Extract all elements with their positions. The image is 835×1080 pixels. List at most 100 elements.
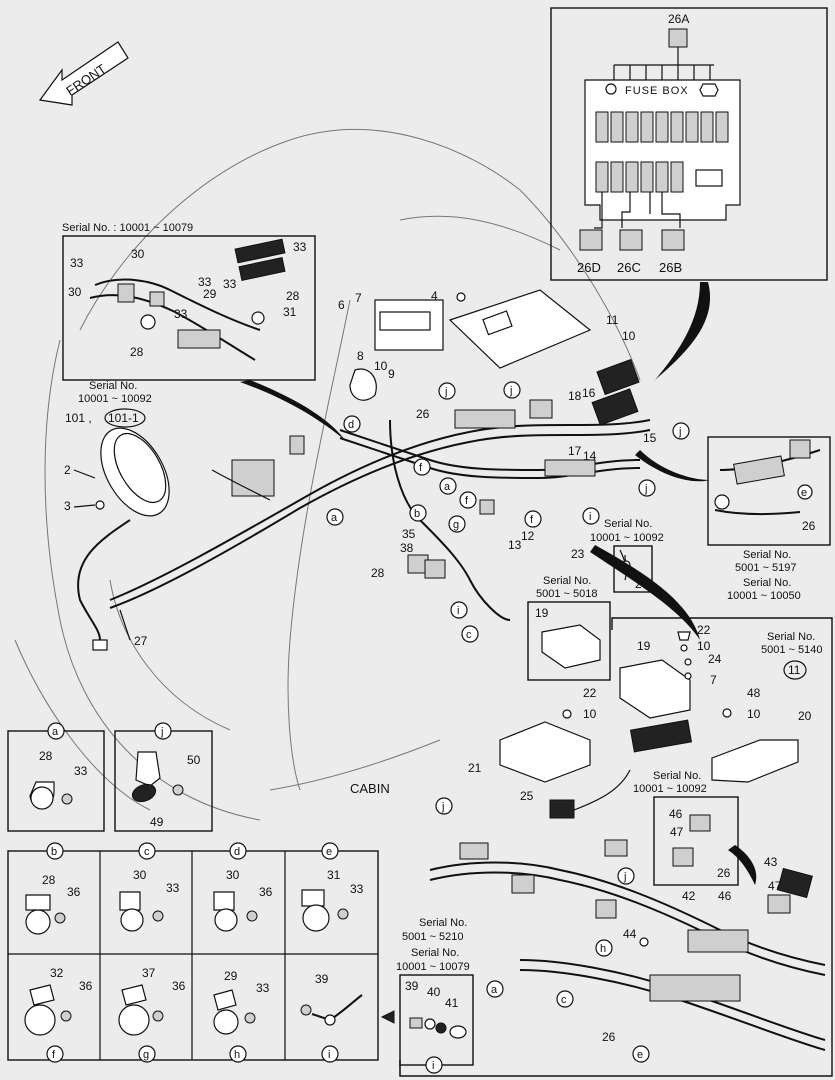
radio-unit (374, 299, 444, 351)
detail-view-j: j 50 49 (114, 722, 213, 832)
inset-top-left: Serial No. : 10001 ~ 10079 33 30 30 33 3… (62, 222, 316, 381)
svg-text:f: f (465, 495, 469, 507)
svg-text:47: 47 (670, 825, 684, 839)
svg-text:101-1: 101-1 (108, 411, 139, 425)
svg-text:7: 7 (710, 673, 717, 687)
leader-relay (728, 845, 757, 885)
cab-outline (14, 129, 641, 821)
svg-text:3: 3 (64, 499, 71, 513)
fuse-26d-icon (579, 229, 603, 251)
svg-text:j: j (441, 801, 444, 813)
ecu-21 (499, 721, 591, 783)
svg-text:g: g (453, 519, 459, 531)
svg-text:30: 30 (68, 285, 82, 299)
svg-text:49: 49 (150, 815, 164, 829)
svg-text:7: 7 (355, 291, 362, 305)
svg-text:35: 35 (402, 527, 416, 541)
svg-text:4: 4 (431, 289, 438, 303)
svg-text:10: 10 (374, 359, 388, 373)
svg-text:j: j (160, 726, 163, 738)
speaker-body (100, 427, 170, 517)
svg-text:10: 10 (747, 707, 761, 721)
svg-text:a: a (491, 984, 498, 996)
svg-text:8: 8 (357, 349, 364, 363)
svg-text:i: i (432, 1060, 434, 1072)
svg-text:16: 16 (582, 386, 596, 400)
svg-text:f: f (530, 514, 534, 526)
svg-text:26: 26 (602, 1030, 616, 1044)
main-part-labels: 6 7 4 8 10 9 26 11 10 18 16 17 14 15 12 … (338, 289, 657, 580)
svg-text:37: 37 (142, 966, 156, 980)
svg-text:Serial No.: Serial No. (653, 770, 701, 782)
svg-text:33: 33 (166, 881, 180, 895)
svg-text:e: e (326, 846, 332, 858)
svg-text:27: 27 (134, 634, 148, 648)
svg-text:33: 33 (198, 275, 212, 289)
svg-text:e: e (801, 487, 807, 499)
svg-text:10: 10 (697, 639, 711, 653)
svg-text:29: 29 (203, 287, 217, 301)
svg-text:30: 30 (226, 868, 240, 882)
svg-text:Serial No.: Serial No. (411, 947, 459, 959)
svg-text:b: b (51, 846, 57, 858)
svg-text:31: 31 (283, 305, 297, 319)
svg-text:5001 ~ 5018: 5001 ~ 5018 (536, 588, 597, 600)
svg-text:30: 30 (133, 868, 147, 882)
svg-text:c: c (561, 994, 567, 1006)
fuse-26a-icon (668, 28, 688, 48)
fuse-box-title: FUSE BOX (625, 85, 689, 97)
svg-text:30: 30 (131, 247, 145, 261)
svg-text:43: 43 (764, 855, 778, 869)
svg-text:44: 44 (623, 927, 637, 941)
svg-text:i: i (328, 1049, 330, 1061)
svg-text:33: 33 (350, 882, 364, 896)
svg-text:25: 25 (520, 789, 534, 803)
speaker-assembly: Serial No. 10001 ~ 10092 101 , 101-1 2 3… (64, 380, 170, 651)
front-arrow: FRONT (38, 41, 129, 106)
svg-text:10: 10 (622, 329, 636, 343)
fuse-26c-icon (619, 229, 643, 251)
svg-text:28: 28 (42, 873, 56, 887)
fuse-26d-label: 26D (577, 260, 601, 275)
callouts-main: a d b f a f g f i i c j j j j (326, 381, 690, 643)
svg-text:a: a (331, 512, 338, 524)
svg-text:19: 19 (637, 639, 651, 653)
svg-text:40: 40 (427, 985, 441, 999)
fuse-row-bottom (595, 161, 723, 193)
svg-text:18: 18 (568, 389, 582, 403)
svg-text:36: 36 (259, 885, 273, 899)
svg-text:h: h (600, 943, 606, 955)
svg-text:22: 22 (583, 686, 597, 700)
svg-text:101 ,: 101 , (65, 411, 92, 425)
svg-text:47: 47 (768, 879, 782, 893)
detail-view-b: b 28 36 (25, 842, 81, 935)
leader-part-23 (590, 545, 700, 640)
detail-view-a: a 28 33 (7, 722, 105, 832)
svg-text:Serial No.: Serial No. (604, 518, 652, 530)
svg-text:20: 20 (798, 709, 812, 723)
fuse-row-top (595, 111, 729, 143)
svg-text:17: 17 (568, 444, 582, 458)
inset-arrow (380, 1010, 395, 1024)
svg-text:e: e (637, 1049, 643, 1061)
svg-text:15: 15 (643, 431, 657, 445)
svg-text:41: 41 (445, 996, 459, 1010)
svg-text:33: 33 (223, 277, 237, 291)
detail-grid (7, 850, 379, 1061)
svg-text:j: j (623, 871, 626, 883)
serial-label-1: Serial No. : 10001 ~ 10079 (62, 222, 193, 234)
svg-text:10001 ~ 10092: 10001 ~ 10092 (633, 783, 707, 795)
svg-text:Serial No.: Serial No. (767, 631, 815, 643)
svg-text:12: 12 (521, 529, 535, 543)
svg-text:10001 ~ 10092: 10001 ~ 10092 (590, 532, 664, 544)
svg-text:Serial No.: Serial No. (743, 549, 791, 561)
inset-ecu-19: Serial No. 5001 ~ 5018 19 (527, 575, 611, 681)
fuse-26b-label: 26B (659, 260, 682, 275)
svg-text:11: 11 (788, 663, 801, 677)
detail-view-e: e 31 33 (301, 842, 364, 932)
svg-text:j: j (678, 426, 681, 438)
svg-text:j: j (509, 385, 512, 397)
svg-text:31: 31 (327, 868, 341, 882)
svg-text:g: g (143, 1049, 149, 1061)
